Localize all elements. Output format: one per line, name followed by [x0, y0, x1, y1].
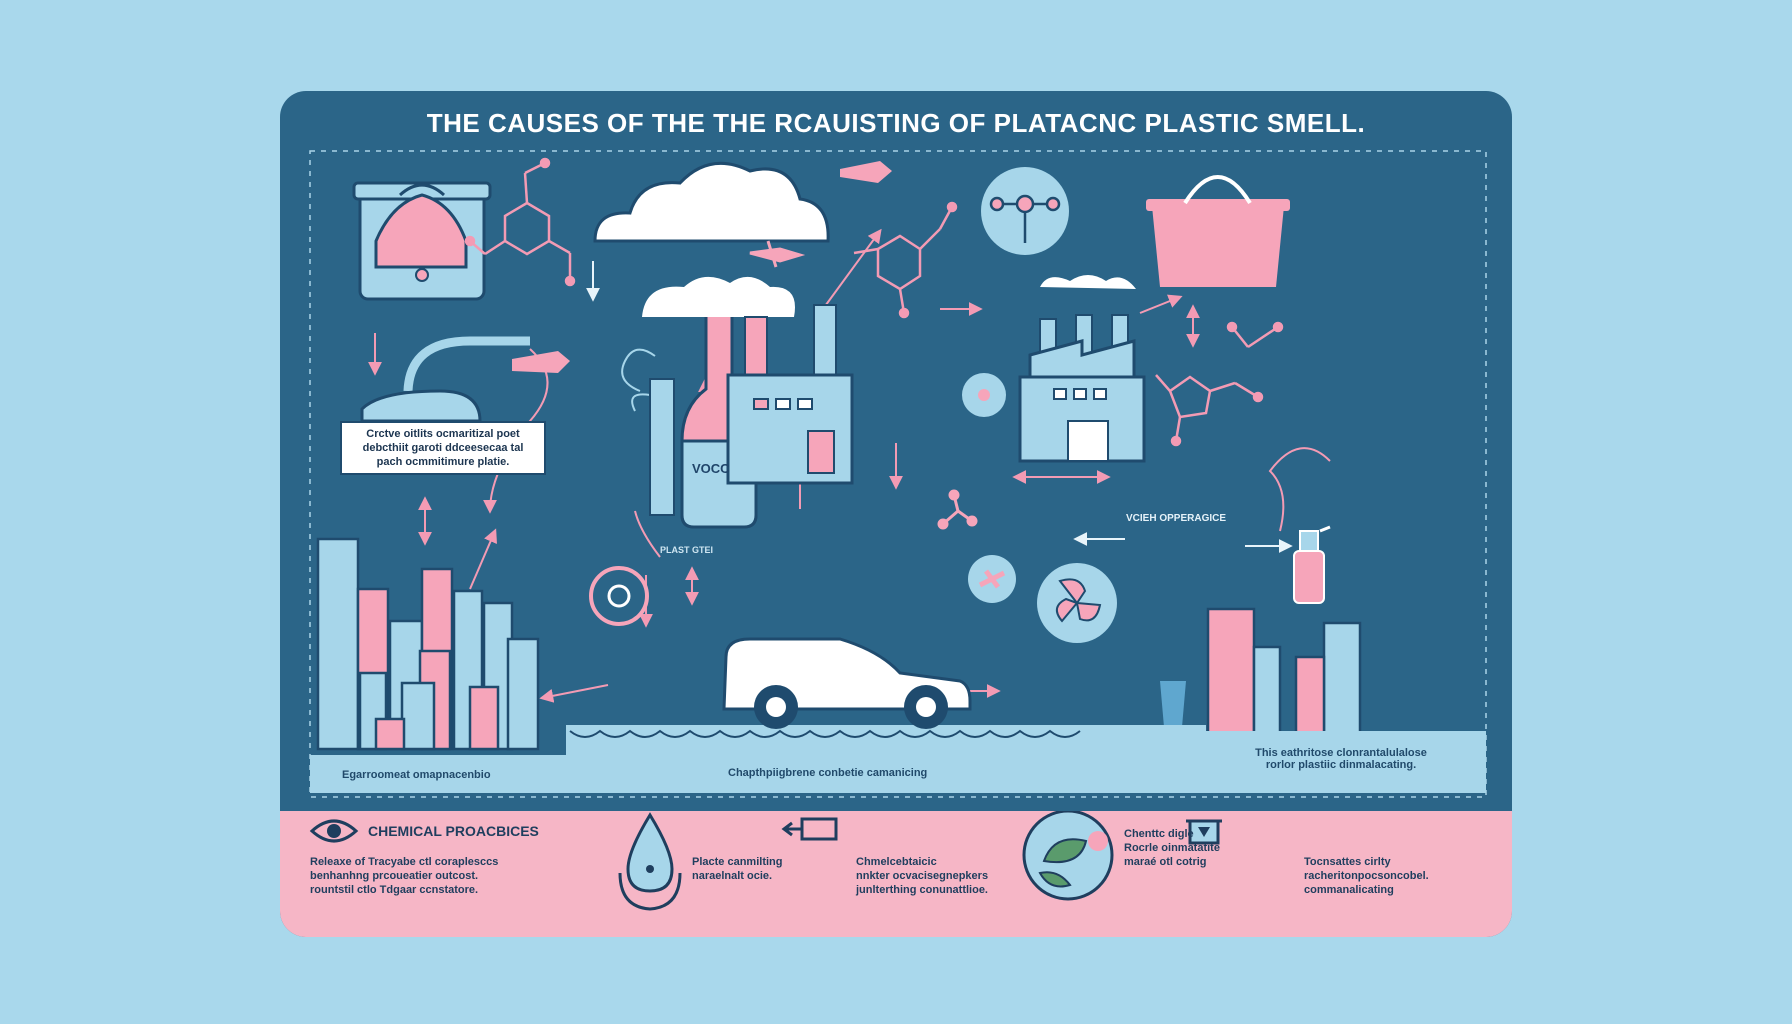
plane-icon	[840, 161, 892, 183]
text-line: benhanhng prcoueatier outcost.	[310, 870, 479, 882]
ground-right	[1206, 731, 1486, 793]
molecule-icon-3	[1155, 321, 1284, 447]
flow-arrows-light	[586, 261, 1293, 553]
molecule-icon-2	[853, 201, 958, 319]
text-line: Releaxe of Tracyabe ctl coraplesccs	[310, 856, 499, 868]
pipe-icon	[403, 336, 530, 392]
ground-label-line: This eathritose clonrantalulalose	[1255, 747, 1427, 759]
text-line: nnkter ocvacisegnepkers	[856, 870, 989, 882]
buildings-left	[316, 537, 540, 751]
plane-icon-small	[749, 240, 806, 268]
box-icon	[1186, 819, 1222, 845]
molecule-icon	[464, 157, 576, 287]
section-text-5: Tocnsattes cirlty racheritonpocsoncobel.…	[1304, 855, 1429, 897]
vessel-icon	[360, 389, 482, 423]
page-title: THE CAUSES OF THE THE RCAUISTING OF PLAT…	[426, 108, 1366, 138]
buildings-right	[1206, 607, 1362, 751]
leaf-globe-icon	[1022, 811, 1114, 901]
ground-label-right: This eathritose clonrantalulalose rorlor…	[1206, 747, 1476, 771]
bag-icon	[1146, 175, 1290, 287]
text-line: racheritonpocsoncobel.	[1304, 870, 1429, 882]
text-line: junlterthing conunattlioe.	[856, 884, 988, 896]
note-box: Crctve oitlits ocmaritizal poet debcthii…	[340, 421, 546, 475]
bottom-icons	[309, 811, 1222, 911]
ground-left	[310, 755, 566, 793]
text-line: Chenttc digle	[1124, 828, 1194, 840]
note-line: debcthiit garoti ddceesecaa tal	[362, 442, 524, 454]
factory-icon-right	[1018, 275, 1146, 463]
note-line: Crctve oitlits ocmaritizal poet	[366, 428, 520, 440]
spray-bottle-icon	[1293, 525, 1331, 604]
text-line: maraé otl cotrig	[1124, 856, 1207, 868]
text-line: Chmelcebtaicic	[856, 856, 937, 868]
plug-icon	[781, 817, 838, 841]
molecule-small-icon	[937, 489, 978, 530]
factory-icon	[726, 304, 854, 485]
bottle-label: VOCC	[692, 461, 730, 476]
molecule-globe-inner	[989, 194, 1061, 243]
text-line: Tocnsattes cirlty	[1304, 856, 1391, 868]
section-text-4: Chenttc digle Rocrle oinmatatite maraé o…	[1124, 827, 1220, 869]
dashed-frame	[309, 150, 1487, 798]
section-text-3: Chmelcebtaicic nnkter ocvacisegnepkers j…	[856, 855, 988, 897]
section-heading: CHEMICAL PROACBICES	[368, 823, 539, 839]
plast-label: PLAST GTEI	[660, 545, 714, 555]
ground-mid	[566, 725, 1206, 793]
ground-label-left: Egarroomeat omapnacenbio	[342, 769, 491, 781]
note-line: pach ocmmitimure platie.	[376, 456, 510, 468]
cloud-icon	[593, 161, 830, 243]
voter-label: VCIEH OPPERAGICE	[1126, 513, 1227, 524]
ground-label-line: rorlor plastiic dinmalacating.	[1265, 759, 1417, 771]
chemical-processes-panel: CHEMICAL PROACBICES Releaxe of Tracyabe …	[280, 811, 1512, 937]
section-text-2: Placte canmilting naraelnalt ocie.	[692, 855, 782, 883]
eye-icon	[309, 819, 359, 843]
plane-icon-left	[512, 351, 570, 373]
text-line: Placte canmilting	[692, 856, 783, 868]
ground-label-mid: Chapthpiigbrene conbetie camanicing	[728, 767, 928, 779]
text-line: naraelnalt ocie.	[692, 870, 773, 882]
diagram-canvas	[309, 150, 1487, 798]
car-icon	[722, 637, 972, 729]
text-line: commanalicating	[1304, 884, 1394, 896]
bucket-icon	[1160, 681, 1186, 727]
droplet-icon	[618, 812, 682, 911]
smoke-cloud	[642, 276, 795, 317]
text-line: Rocrle oinmatatite	[1124, 842, 1220, 854]
infographic-card: THE CAUSES OF THE THE RCAUISTING OF PLAT…	[280, 91, 1512, 937]
target-icon	[589, 566, 649, 626]
tube-icon	[649, 378, 675, 516]
section-text-1: Releaxe of Tracyabe ctl coraplesccs benh…	[310, 855, 498, 897]
text-line: rountstil ctlo Tdgaar ccnstatore.	[310, 884, 479, 896]
